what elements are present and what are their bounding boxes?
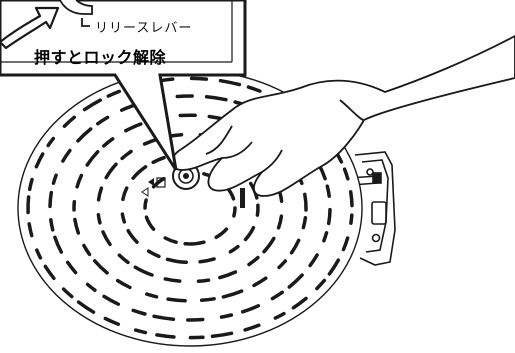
groove-mark [280, 193, 282, 201]
groove-mark [157, 335, 174, 337]
groove-mark [50, 193, 51, 207]
groove-mark [51, 220, 53, 230]
groove-mark [199, 280, 209, 281]
groove-mark [351, 192, 352, 206]
groove-mark [168, 299, 185, 301]
groove-mark [351, 215, 352, 223]
unlock-instruction: 押すとロック解除 [34, 44, 166, 68]
groove-mark [234, 208, 235, 216]
groove-mark [222, 315, 232, 317]
groove-mark [192, 78, 207, 79]
groove-mark [163, 79, 173, 80]
groove-mark [98, 215, 100, 223]
groove-mark [303, 218, 305, 228]
groove-mark [185, 242, 204, 244]
groove-mark [172, 135, 182, 136]
release-lever-label: リリースレバー [95, 17, 192, 36]
groove-mark [327, 186, 329, 196]
groove-mark [188, 320, 203, 321]
groove-mark [28, 197, 29, 213]
groove-mark [30, 180, 32, 190]
groove-mark [122, 214, 124, 222]
groove-mark [305, 194, 306, 210]
groove-mark [177, 96, 192, 97]
groove-mark [145, 200, 146, 208]
groove-mark [202, 299, 214, 301]
groove-mark [136, 330, 146, 333]
groove-mark [329, 210, 330, 224]
groove-mark [257, 205, 258, 215]
groove-mark [165, 279, 179, 281]
